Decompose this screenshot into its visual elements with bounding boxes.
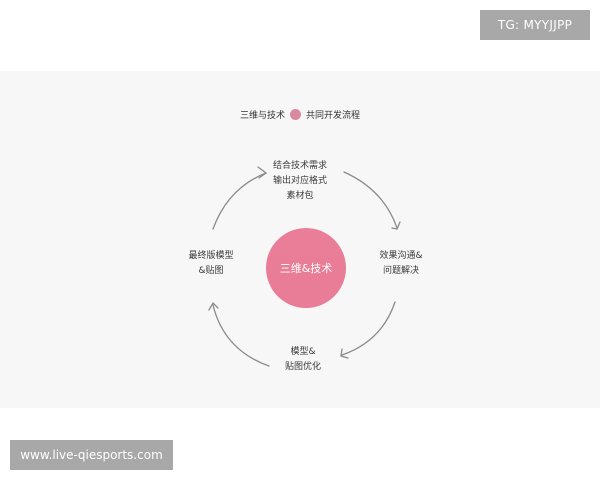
node-top-line-3: 素材包: [286, 191, 314, 201]
node-left: 最终版模型 &贴图: [178, 249, 244, 279]
node-bottom: 模型& 贴图优化: [270, 345, 336, 375]
node-bottom-line-1: 模型&: [290, 347, 316, 357]
node-left-line-2: &贴图: [198, 266, 224, 276]
node-top: 结合技术需求 输出对应格式 素材包: [262, 159, 338, 204]
node-right-line-2: 问题解决: [382, 266, 419, 276]
legend-right-label: 共同开发流程: [306, 110, 361, 121]
arrow-right-to-bottom-icon: [340, 301, 396, 359]
arrow-left-to-top-icon: [212, 166, 268, 230]
node-right: 效果沟通& 问题解决: [368, 249, 434, 279]
watermark-tg-label: TG: MYYJJPP: [480, 10, 590, 40]
node-top-line-1: 结合技术需求: [272, 161, 327, 171]
node-bottom-line-2: 贴图优化: [284, 362, 321, 372]
node-right-line-1: 效果沟通&: [379, 251, 423, 261]
arrow-top-to-right-icon: [343, 171, 401, 230]
center-circle: 三维&技术: [266, 228, 346, 308]
watermark-site-url: www.live-qiesports.com: [10, 440, 173, 470]
diagram-legend: 三维与技术 共同开发流程: [0, 106, 600, 122]
node-top-line-2: 输出对应格式: [272, 176, 327, 186]
arrow-bottom-to-left-icon: [208, 301, 270, 367]
legend-left-label: 三维与技术: [239, 110, 285, 121]
center-label: 三维&技术: [279, 262, 333, 275]
node-left-line-1: 最终版模型: [188, 251, 234, 261]
legend-dot-icon: [290, 108, 301, 120]
